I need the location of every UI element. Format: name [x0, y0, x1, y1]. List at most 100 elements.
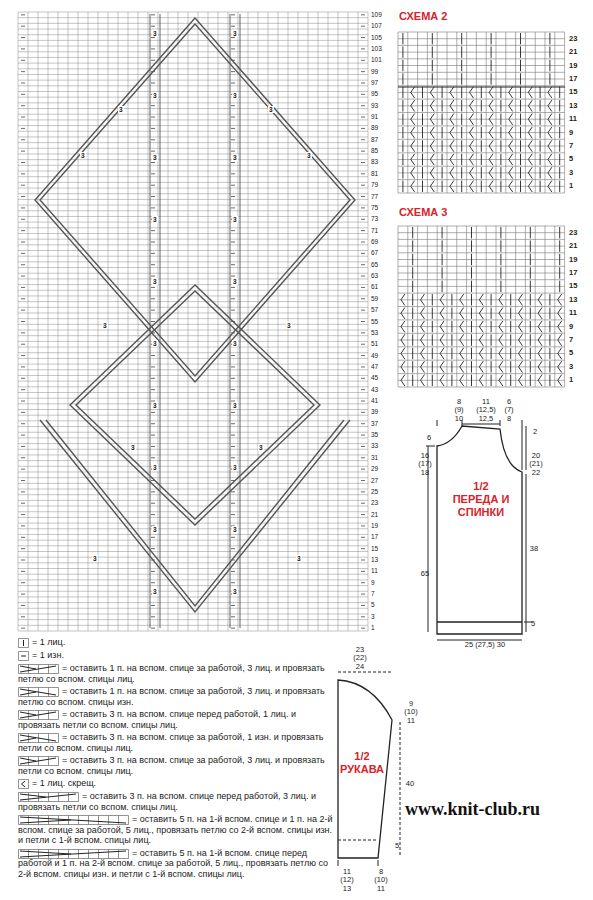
outline-path [437, 426, 522, 634]
row-number: 57 [371, 306, 378, 313]
row-number: 7 [569, 336, 573, 344]
sample-cells [19, 849, 129, 858]
legend-sample [18, 756, 59, 766]
piece-label: 1/2 ПЕРЕДА И СПИНКИ [450, 480, 512, 520]
cable-count: 3 [232, 278, 238, 285]
legend-sample [18, 792, 79, 802]
cable-count: 3 [232, 154, 238, 161]
sample-symbol [20, 817, 126, 823]
cable-count: 3 [152, 464, 158, 471]
cable-count: 3 [152, 92, 158, 99]
row-number: 23 [569, 229, 577, 237]
row-number: 89 [371, 124, 378, 131]
row-number: 47 [371, 363, 378, 370]
sample-cells [19, 639, 29, 648]
sample-symbol [23, 640, 24, 646]
legend-sample [18, 815, 129, 825]
row-number: 9 [569, 323, 573, 331]
row-number: 19 [569, 62, 577, 70]
row-number: 27 [371, 477, 378, 484]
sample-symbol [21, 656, 26, 657]
row-number: 55 [371, 318, 378, 325]
legend-sample [18, 779, 29, 789]
dimension: 11 (12,5) 12,5 [473, 398, 499, 423]
legend-text: = 1 лиц. скрещ. [18, 778, 336, 789]
cable-count: 3 [152, 216, 158, 223]
row-number: 65 [371, 261, 378, 268]
chart-grid [18, 12, 368, 631]
cable-count: 3 [152, 526, 158, 533]
row-number: 83 [371, 158, 378, 165]
row-number: 77 [371, 193, 378, 200]
row-number: 17 [569, 75, 577, 83]
sample-symbol [20, 666, 56, 672]
row-number: 15 [569, 88, 577, 96]
legend-entry: = оставить 5 п. на 1-й вспом. спице и 1 … [18, 814, 336, 846]
purl-marks [21, 15, 365, 628]
legend-text: = оставить 1 п. на вспом. спице за работ… [18, 663, 336, 684]
legend-sample [18, 651, 29, 661]
row-number: 25 [371, 488, 378, 495]
cable-count: 3 [130, 444, 136, 451]
legend-text: = оставить 3 п. на вспом. спице перед ра… [18, 709, 336, 730]
row-number: 15 [371, 545, 378, 552]
sample-symbol [20, 689, 56, 695]
row-number: 45 [371, 374, 378, 381]
row-number: 67 [371, 249, 378, 256]
legend-text: = оставить 3 п. на вспом. спице перед ра… [18, 791, 336, 812]
row-number: 33 [371, 442, 378, 449]
piece-label: 1/2 РУКАВА [336, 750, 388, 776]
sample-symbol [20, 851, 126, 857]
sample-cells [19, 734, 59, 743]
cable-count: 3 [118, 106, 124, 113]
row-number: 23 [569, 35, 577, 43]
dimension: 23 (22) 24 [352, 646, 368, 671]
row-number: 85 [371, 147, 378, 154]
row-number: 21 [569, 48, 577, 56]
cable-count: 3 [232, 588, 238, 595]
cable-count: 3 [152, 154, 158, 161]
row-number: 95 [371, 90, 378, 97]
row-number: 11 [569, 115, 577, 123]
dimension: 25 (27,5) 30 [450, 641, 520, 649]
cable-count: 3 [232, 340, 238, 347]
dimension: 5 [528, 620, 538, 628]
legend-sample [18, 849, 129, 859]
dimension: 65 [418, 570, 432, 578]
sample-symbol [20, 794, 76, 800]
cable-count: 3 [268, 106, 274, 113]
cable-count: 3 [152, 278, 158, 285]
row-number: 35 [371, 431, 378, 438]
row-number: 23 [371, 499, 378, 506]
pattern-piece: 1/2 ПЕРЕДА И СПИНКИ [430, 418, 530, 640]
sample-cells [19, 816, 129, 825]
cable-lines [35, 14, 355, 628]
row-number: 13 [569, 296, 577, 304]
legend-entry: = оставить 3 п. на вспом. спице за работ… [18, 755, 336, 776]
piece-outline [430, 418, 530, 640]
sample-cells [19, 665, 59, 674]
row-number: 99 [371, 68, 378, 75]
row-number: 15 [569, 282, 577, 290]
sample-symbol [20, 758, 56, 764]
row-number: 109 [371, 11, 382, 18]
row-number: 61 [371, 283, 378, 290]
row-number: 1 [569, 182, 573, 190]
legend-sample [18, 664, 59, 674]
legend-entry: = 1 изн. [18, 650, 336, 661]
row-number: 31 [371, 454, 378, 461]
row-number: 1 [371, 624, 375, 631]
row-number: 5 [569, 349, 573, 357]
dimension: 38 [527, 545, 541, 553]
stitch-symbols [401, 227, 562, 386]
pattern-piece: 1/2 РУКАВА [332, 672, 402, 864]
scheme-title: СХЕМА 3 [399, 206, 447, 218]
legend-sample [18, 687, 59, 697]
cable-count: 3 [232, 216, 238, 223]
cable-count: 3 [286, 322, 292, 329]
row-number: 81 [371, 170, 378, 177]
scheme-grid [398, 32, 565, 193]
row-number: 75 [371, 204, 378, 211]
row-number: 1 [569, 376, 573, 384]
row-number: 97 [371, 79, 378, 86]
